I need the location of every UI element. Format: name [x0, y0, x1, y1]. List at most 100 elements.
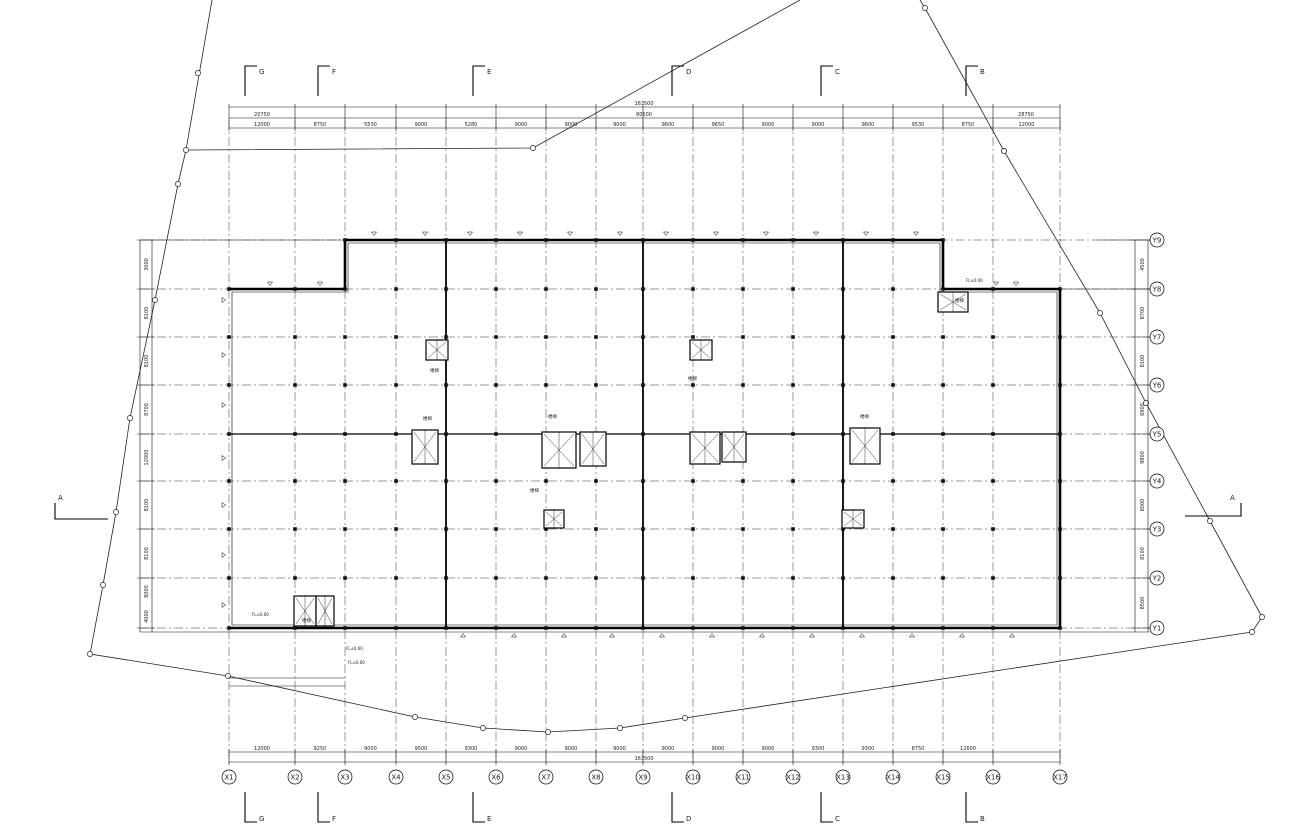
axis-label-x: X5 — [441, 774, 450, 782]
structural-column — [641, 626, 645, 630]
axis-label-x: X11 — [736, 774, 750, 782]
structural-column — [1058, 383, 1062, 387]
structural-column — [494, 383, 498, 387]
structural-column — [1058, 576, 1062, 580]
structural-column — [544, 527, 548, 531]
dimension-text-top-span: 12000 — [1019, 122, 1035, 128]
structural-column — [841, 432, 845, 436]
section-mark-side-left — [54, 503, 108, 520]
door-marker — [221, 602, 226, 608]
site-survey-point — [617, 725, 623, 731]
axis-bubble-x — [538, 769, 554, 785]
dimension-text-right-span: 8500 — [1140, 597, 1146, 610]
dimension-text-right-span: 6900 — [1140, 403, 1146, 416]
door-marker — [909, 633, 915, 638]
section-mark-bottom — [671, 792, 684, 823]
structural-column — [227, 626, 231, 630]
axis-bubble-x — [735, 769, 751, 785]
structural-column — [991, 626, 995, 630]
structural-column — [791, 383, 795, 387]
structural-column — [641, 576, 645, 580]
structural-column — [494, 576, 498, 580]
structural-column — [991, 383, 995, 387]
door-marker — [609, 633, 615, 638]
dimension-text-bottom-span: 9250 — [314, 746, 327, 752]
structural-column — [741, 335, 745, 339]
axis-bubble-y — [1149, 329, 1165, 345]
door-marker — [460, 633, 466, 638]
structural-column — [594, 626, 598, 630]
door-marker — [1013, 281, 1019, 286]
structural-column — [594, 576, 598, 580]
door-marker — [617, 231, 623, 236]
section-mark-bottom — [244, 792, 257, 823]
structural-column — [1058, 479, 1062, 483]
dimension-text-bottom-span: 9300 — [465, 746, 478, 752]
building-walls — [221, 231, 1062, 638]
dimension-text-left-span: 8100 — [144, 547, 150, 560]
axis-label-x: X12 — [786, 774, 800, 782]
structural-column — [594, 479, 598, 483]
dimension-text-top-span: 9600 — [862, 122, 875, 128]
structural-column — [641, 287, 645, 291]
structural-column — [394, 479, 398, 483]
axis-bubble-y — [1149, 570, 1165, 586]
structural-column — [841, 626, 845, 630]
structural-column — [343, 626, 347, 630]
structural-column — [941, 576, 945, 580]
structural-column — [691, 576, 695, 580]
axis-label-x: X14 — [886, 774, 900, 782]
door-marker — [759, 633, 765, 638]
axis-bubble-x — [588, 769, 604, 785]
axis-bubble-x — [438, 769, 454, 785]
structural-column — [691, 626, 695, 630]
structural-column — [741, 479, 745, 483]
dimension-text-left-span: 8000 — [144, 585, 150, 598]
dimension-text-left-span: 3000 — [144, 258, 150, 271]
section-label-bottom: E — [487, 815, 491, 823]
room-label: 楼梯 — [423, 415, 432, 422]
dimension-text-top-span: 8750 — [962, 122, 975, 128]
structural-column — [293, 383, 297, 387]
axis-bubble-y — [1149, 521, 1165, 537]
axis-label-y: Y9 — [1152, 237, 1162, 245]
axis-bubble-x — [388, 769, 404, 785]
structural-column — [791, 287, 795, 291]
section-label-bottom: C — [835, 815, 840, 823]
structural-column — [991, 527, 995, 531]
structural-column — [991, 479, 995, 483]
axis-bubble-x — [685, 769, 701, 785]
door-marker — [659, 633, 665, 638]
room-label: 楼梯 — [860, 413, 869, 420]
dimension-text-left-span: 8100 — [144, 307, 150, 320]
section-label-top: D — [686, 68, 691, 76]
door-marker — [422, 231, 428, 236]
structural-column — [641, 527, 645, 531]
structural-column — [544, 287, 548, 291]
structural-column — [891, 576, 895, 580]
structural-column — [891, 479, 895, 483]
structural-column — [741, 383, 745, 387]
structural-column — [691, 479, 695, 483]
structural-column — [741, 626, 745, 630]
elevation-note: FL±0.00 — [966, 278, 983, 283]
axis-label-x: X13 — [836, 774, 850, 782]
axis-label-x: X17 — [1053, 774, 1067, 782]
dimension-text-total-top: 163500 — [634, 101, 653, 107]
door-marker — [713, 231, 719, 236]
door-marker — [913, 231, 919, 236]
door-marker — [813, 231, 819, 236]
dimension-text-right-span: 4500 — [1140, 258, 1146, 271]
site-survey-point — [100, 582, 106, 588]
door-marker — [959, 633, 965, 638]
structural-column — [841, 238, 845, 242]
structural-column — [343, 527, 347, 531]
section-label-top: E — [487, 68, 491, 76]
dimension-text-bottom-span: 9000 — [565, 746, 578, 752]
site-survey-point — [175, 181, 181, 187]
structural-column — [841, 335, 845, 339]
section-mark-top — [820, 65, 833, 96]
axis-bubble-x — [935, 769, 951, 785]
